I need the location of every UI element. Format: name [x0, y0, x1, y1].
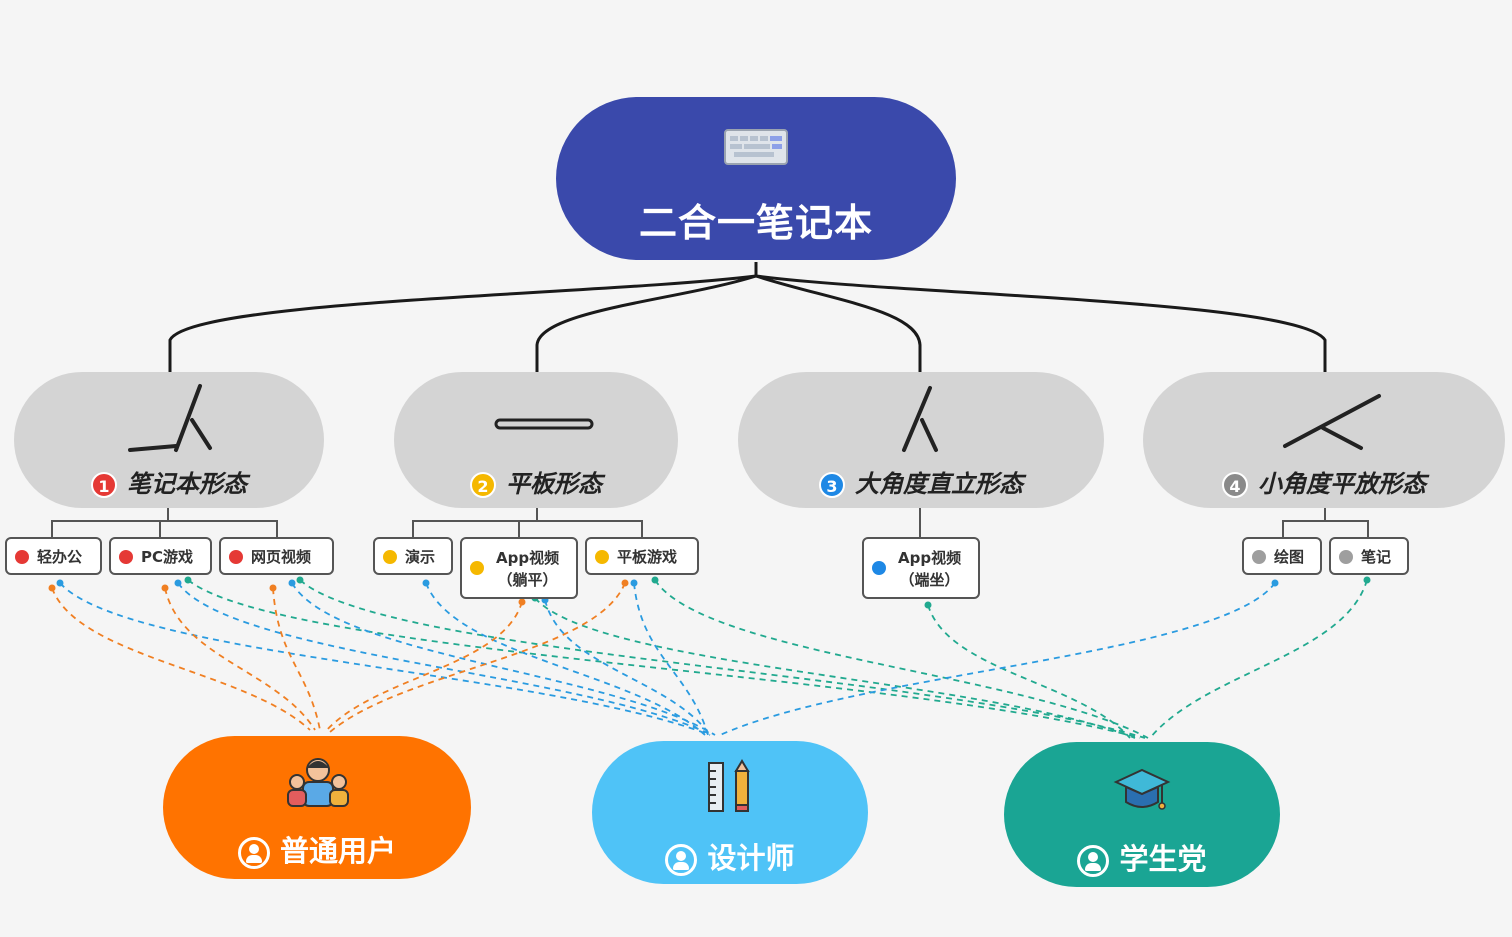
stand-mode-icon	[902, 386, 938, 452]
number-badge: 4	[1222, 472, 1248, 498]
laptop-mode-icon	[128, 384, 212, 452]
relation-link	[534, 597, 1136, 739]
link-start-dot	[296, 576, 304, 584]
tag-app-video-sitting[interactable]: App视频（端坐）	[862, 537, 980, 599]
mode-title: 大角度直立形态	[855, 470, 1023, 498]
tag-label: 笔记	[1361, 548, 1392, 566]
mode-title: 平板形态	[506, 470, 602, 498]
link-start-dot	[924, 601, 932, 609]
user-label: 设计师	[592, 835, 868, 877]
link-start-dot	[174, 579, 182, 587]
user-student: 学生党	[1004, 742, 1280, 887]
mode-flat: 4 小角度平放形态	[1143, 372, 1505, 508]
flag-icon	[470, 561, 484, 575]
user-designer: 设计师	[592, 741, 868, 884]
tag-label: App视频（端坐）	[898, 549, 962, 589]
link-start-dot	[621, 579, 629, 587]
link-start-dot	[518, 598, 526, 606]
link-start-dot	[48, 584, 56, 592]
flag-icon	[1339, 550, 1353, 564]
tag-tablet-games[interactable]: 平板游戏	[585, 537, 699, 575]
flag-icon	[119, 550, 133, 564]
laptop-keyboard-icon	[724, 129, 788, 165]
people-group-icon	[287, 758, 349, 807]
tag-web-video[interactable]: 网页视频	[219, 537, 334, 575]
link-start-dot	[1363, 576, 1371, 584]
flag-icon	[872, 561, 886, 575]
tag-notes[interactable]: 笔记	[1329, 537, 1409, 575]
relation-link	[177, 582, 713, 736]
user-icon	[237, 837, 270, 869]
flag-icon	[383, 550, 397, 564]
tag-label: 绘图	[1274, 548, 1305, 566]
tag-label: 网页视频	[251, 548, 312, 566]
tag-presentation[interactable]: 演示	[373, 537, 453, 575]
relation-link	[299, 579, 1146, 739]
mode-label: 2 平板形态	[394, 464, 678, 499]
tag-drawing[interactable]: 绘图	[1242, 537, 1322, 575]
user-icon	[1077, 845, 1110, 877]
relation-link	[51, 587, 311, 731]
flag-icon	[1252, 550, 1266, 564]
link-start-dot	[269, 584, 277, 592]
link-start-dot	[161, 584, 169, 592]
number-badge: 1	[91, 472, 117, 498]
relation-link	[927, 604, 1131, 739]
relation-link	[633, 582, 709, 736]
mode-label: 1 笔记本形态	[14, 464, 324, 499]
link-start-dot	[184, 576, 192, 584]
relation-link	[291, 582, 716, 736]
graduation-cap-icon	[1113, 768, 1171, 810]
link-start-dot	[422, 579, 430, 587]
ruler-pencil-icon	[708, 759, 750, 812]
relation-link	[717, 582, 1276, 737]
link-start-dot	[630, 579, 638, 587]
mode-title: 小角度平放形态	[1258, 470, 1426, 498]
mode-title: 笔记本形态	[127, 470, 247, 498]
mode-tablet: 2 平板形态	[394, 372, 678, 508]
user-icon	[665, 844, 698, 876]
link-start-dot	[1271, 579, 1279, 587]
tag-pc-games[interactable]: PC游戏	[109, 537, 212, 575]
tag-label: 轻办公	[37, 548, 83, 566]
number-badge: 3	[819, 472, 845, 498]
tag-label: 平板游戏	[617, 548, 678, 566]
flag-icon	[15, 550, 29, 564]
mode-stand: 3 大角度直立形态	[738, 372, 1104, 508]
user-label: 普通用户	[163, 828, 471, 870]
flag-icon	[229, 550, 243, 564]
relation-link	[59, 582, 711, 736]
tag-label: App视频（躺平）	[496, 549, 560, 589]
mode-label: 4 小角度平放形态	[1143, 464, 1505, 499]
link-start-dot	[651, 576, 659, 584]
user-label: 学生党	[1004, 836, 1280, 878]
flag-icon	[595, 550, 609, 564]
root-node: 二合一笔记本	[556, 97, 956, 260]
tag-label: 演示	[405, 548, 436, 566]
tablet-mode-icon	[494, 418, 594, 430]
root-title: 二合一笔记本	[638, 201, 873, 245]
number-badge: 2	[470, 472, 496, 498]
relation-link	[324, 601, 523, 733]
relation-link	[654, 579, 1149, 739]
tag-light-office[interactable]: 轻办公	[5, 537, 102, 575]
link-start-dot	[56, 579, 64, 587]
flat-mode-icon	[1283, 394, 1381, 450]
relation-link	[1149, 579, 1368, 739]
link-start-dot	[288, 579, 296, 587]
relation-link	[164, 587, 316, 731]
tag-label: PC游戏	[141, 548, 194, 566]
mode-laptop: 1 笔记本形态	[14, 372, 324, 508]
relation-link	[329, 582, 626, 733]
tag-app-video-lying[interactable]: App视频（躺平）	[460, 537, 578, 599]
relation-link	[187, 579, 1141, 739]
user-regular: 普通用户	[163, 736, 471, 879]
relation-link	[544, 599, 711, 736]
relation-link	[272, 587, 321, 731]
mode-label: 3 大角度直立形态	[738, 464, 1104, 499]
